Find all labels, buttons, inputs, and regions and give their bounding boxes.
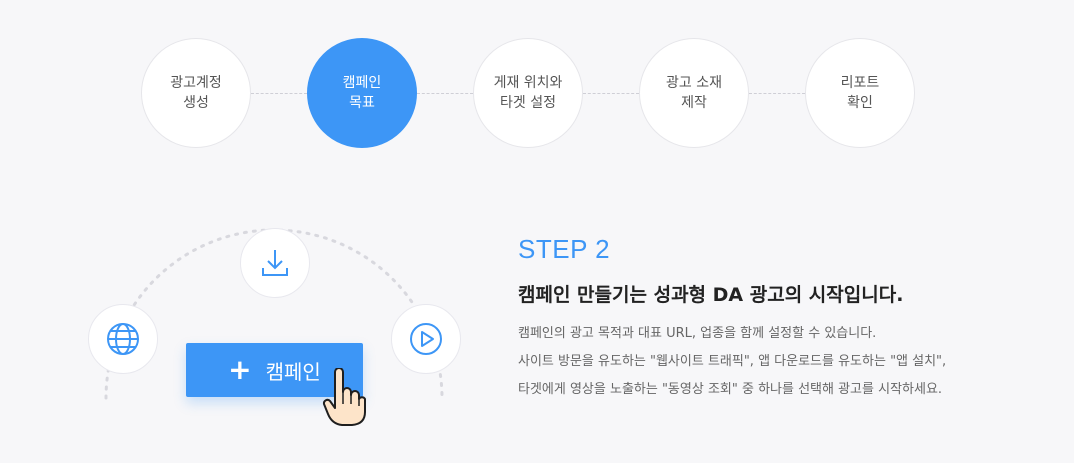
globe-icon — [107, 323, 139, 355]
create-campaign-button[interactable]: + 캠페인 — [186, 343, 363, 397]
step-headline: 캠페인 만들기는 성과형 DA 광고의 시작입니다. — [518, 284, 904, 306]
step-connector — [583, 93, 639, 94]
pointing-hand-icon — [322, 368, 366, 426]
step-create-ad-account[interactable]: 광고계정 생성 — [141, 38, 251, 148]
step-placement-targeting[interactable]: 게재 위치와 타겟 설정 — [473, 38, 583, 148]
step-description: 캠페인의 광고 목적과 대표 URL, 업종을 함께 설정할 수 있습니다. 사… — [518, 320, 1038, 404]
play-icon — [410, 323, 442, 355]
play-circle — [391, 304, 461, 374]
globe-circle — [88, 304, 158, 374]
download-icon — [262, 250, 288, 276]
step-report-check[interactable]: 리포트 확인 — [805, 38, 915, 148]
step-creative-production[interactable]: 광고 소재 제작 — [639, 38, 749, 148]
step-campaign-objective[interactable]: 캠페인 목표 — [307, 38, 417, 148]
description-line: 타겟에게 영상을 노출하는 "동영상 조회" 중 하나를 선택해 광고를 시작하… — [518, 382, 943, 397]
description-line: 사이트 방문을 유도하는 "웹사이트 트래픽", 앱 다운로드를 유도하는 "앱… — [518, 354, 947, 369]
step-connector — [251, 93, 307, 94]
plus-icon: + — [228, 353, 252, 386]
description-line: 캠페인의 광고 목적과 대표 URL, 업종을 함께 설정할 수 있습니다. — [518, 326, 877, 341]
step-number: STEP 2 — [518, 234, 611, 264]
create-campaign-label: 캠페인 — [265, 359, 321, 384]
step-connector — [417, 93, 473, 94]
download-circle — [240, 228, 310, 298]
step-connector — [749, 93, 805, 94]
